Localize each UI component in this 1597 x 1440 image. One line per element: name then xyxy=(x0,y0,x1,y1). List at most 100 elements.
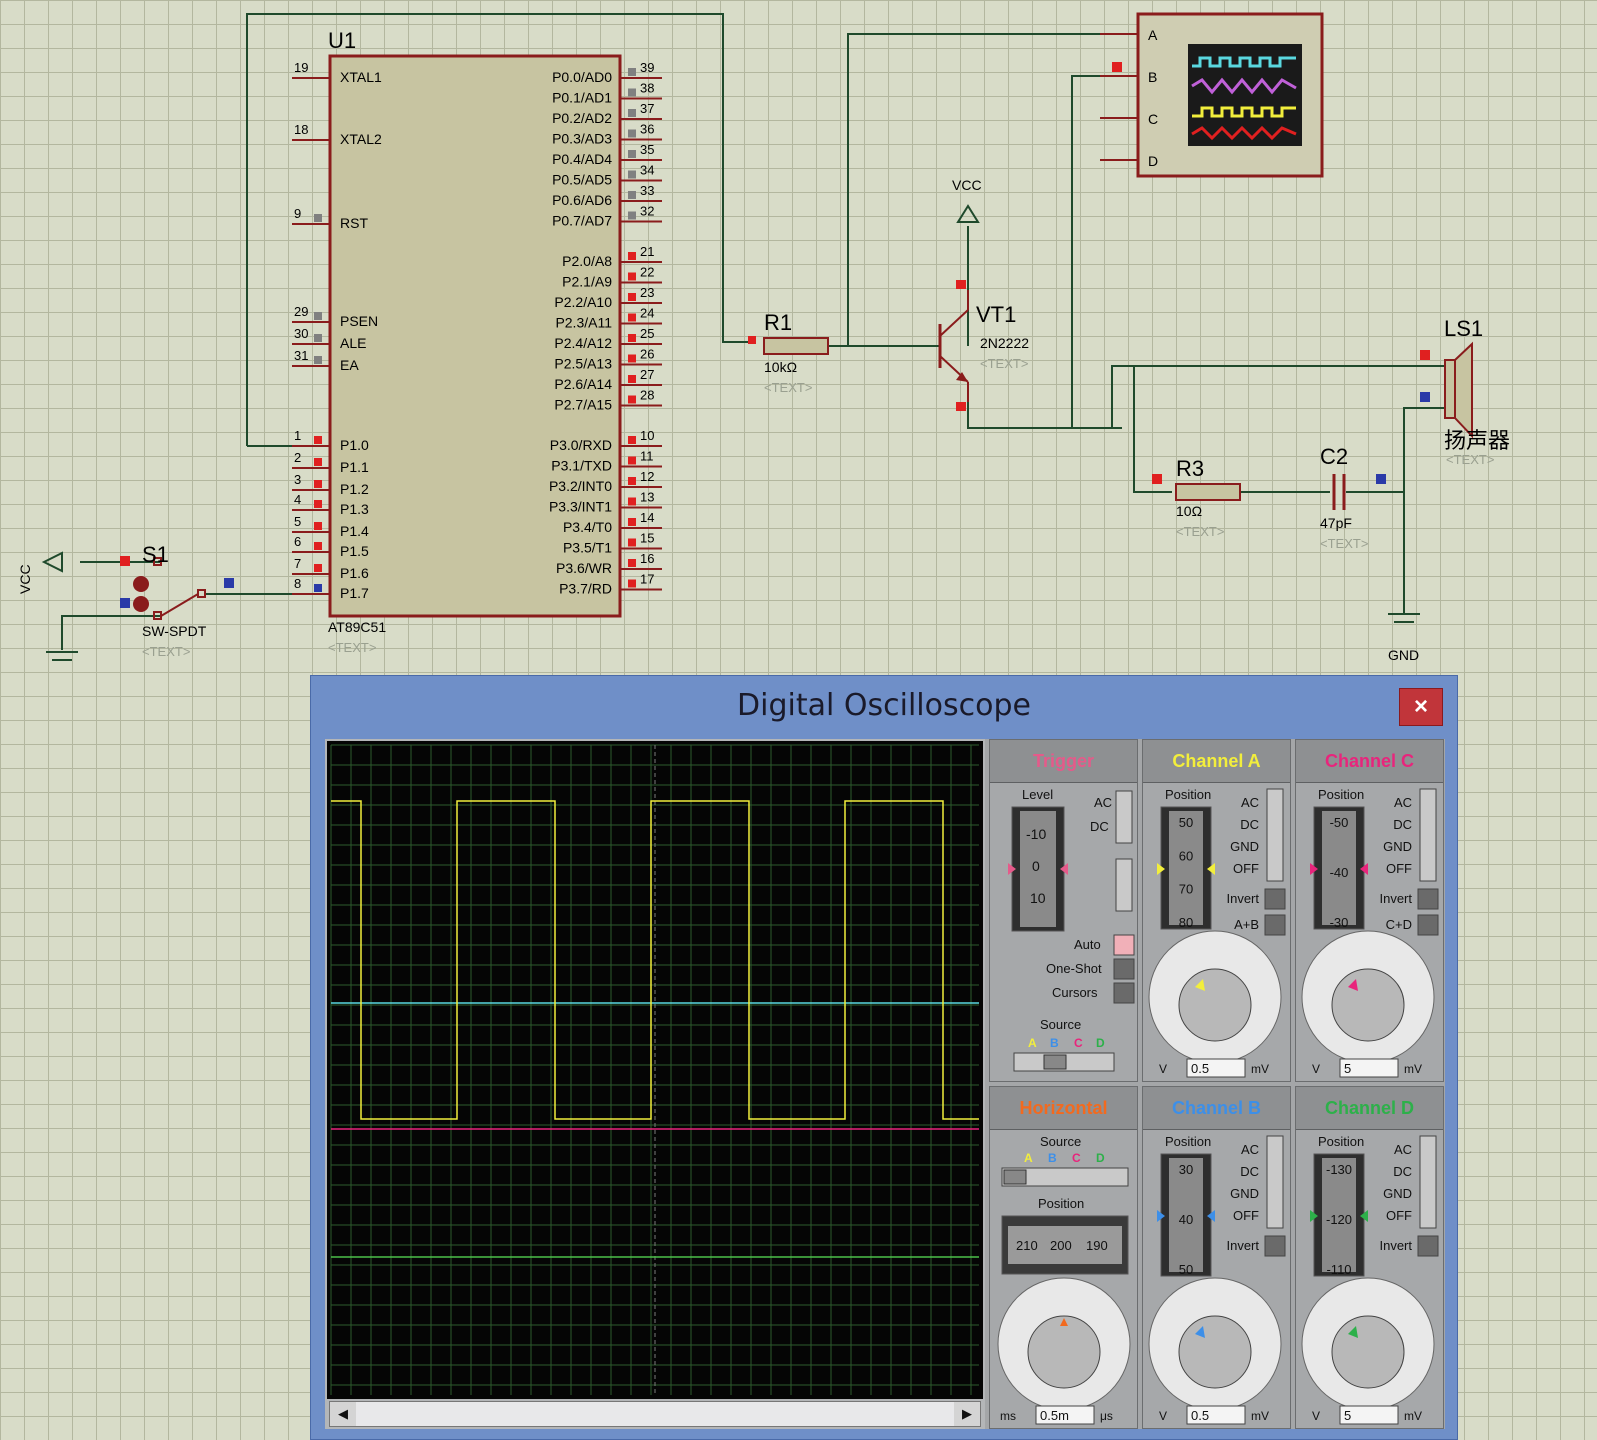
pin-label: P3.3/INT1 xyxy=(549,499,612,515)
coupling-switch[interactable] xyxy=(1266,788,1284,882)
pin-number: 22 xyxy=(640,265,654,280)
position-label: Position xyxy=(1038,1196,1084,1211)
pin-number: 32 xyxy=(640,204,654,219)
pin-marker xyxy=(628,477,636,485)
pin-number: 21 xyxy=(640,244,654,259)
coupling-switch[interactable] xyxy=(1266,1135,1284,1229)
pin-marker xyxy=(1112,62,1122,72)
pin-label: XTAL1 xyxy=(340,69,382,85)
level-label: Level xyxy=(1022,787,1053,802)
pin-number: 12 xyxy=(640,469,654,484)
auto-toggle[interactable] xyxy=(1113,934,1135,956)
one-shot-toggle[interactable] xyxy=(1113,958,1135,980)
volts-value-box[interactable] xyxy=(1339,1405,1399,1425)
pin-marker xyxy=(314,436,322,444)
vt1-transistor[interactable]: VT1 2N2222 <TEXT> xyxy=(938,280,1029,411)
source-slider-handle[interactable] xyxy=(1043,1054,1067,1070)
option-toggle[interactable] xyxy=(1417,1235,1439,1257)
timebase-value-box[interactable] xyxy=(1035,1405,1095,1425)
c2-capacitor[interactable]: C2 47pF <TEXT> xyxy=(1320,444,1386,551)
pin-marker xyxy=(314,312,322,320)
unit-right: mV xyxy=(1251,1062,1269,1076)
pin-number: 4 xyxy=(294,492,301,507)
r1-resistor[interactable]: R1 10kΩ <TEXT> xyxy=(748,310,829,395)
scope-instrument[interactable]: A B C D xyxy=(1100,12,1324,178)
pin-label: XTAL2 xyxy=(340,131,382,147)
unit-right: mV xyxy=(1404,1062,1422,1076)
pin-number: 36 xyxy=(640,122,654,137)
pin-marker xyxy=(628,375,636,383)
r3-resistor[interactable]: R3 10Ω <TEXT> xyxy=(1152,456,1241,539)
pin-marker xyxy=(628,88,636,97)
volts-knob[interactable] xyxy=(1178,968,1252,1042)
close-button[interactable]: × xyxy=(1399,688,1443,726)
level-tick: -10 xyxy=(1026,826,1046,842)
pin-number: 38 xyxy=(640,81,654,96)
source-a: A xyxy=(1024,1151,1033,1165)
s1-switch[interactable]: S1 SW-SPDT <TEXT> xyxy=(120,542,234,659)
option-toggle[interactable] xyxy=(1264,914,1286,936)
coupling-switch[interactable] xyxy=(1115,790,1133,844)
option-toggle[interactable] xyxy=(1417,914,1439,936)
position-tick: 40 xyxy=(1179,1212,1193,1227)
u1-ic[interactable]: U1 AT89C51 <TEXT> 19XTAL118XTAL29RST29PS… xyxy=(292,28,662,655)
pin-number: 1 xyxy=(294,428,301,443)
pin-marker xyxy=(628,313,636,322)
horizontal-source-slider[interactable] xyxy=(1001,1167,1129,1187)
c2-text-label: <TEXT> xyxy=(1320,536,1368,551)
pin-number: 13 xyxy=(640,490,654,505)
coupling-label: OFF xyxy=(1233,861,1259,876)
source-d: D xyxy=(1096,1036,1105,1050)
u1-text-label: <TEXT> xyxy=(328,640,376,655)
r1-ref-label: R1 xyxy=(764,310,792,335)
position-label: Position xyxy=(1318,787,1364,802)
pin-marker xyxy=(956,402,966,411)
channel-b-title: Channel B xyxy=(1143,1087,1290,1130)
pin-marker xyxy=(314,334,322,342)
pin-label: P1.2 xyxy=(340,481,369,497)
coupling-label: OFF xyxy=(1386,861,1412,876)
cursors-toggle[interactable] xyxy=(1113,982,1135,1004)
coupling-switch[interactable] xyxy=(1419,1135,1437,1229)
timebase-knob[interactable] xyxy=(1027,1315,1101,1389)
volts-knob[interactable] xyxy=(1331,1315,1405,1389)
horizontal-source-handle[interactable] xyxy=(1003,1169,1027,1185)
horizontal-controls: Source A B C D Position 210 200 190 xyxy=(997,1134,1131,1425)
pin-label: EA xyxy=(340,357,359,373)
volts-knob[interactable] xyxy=(1331,968,1405,1042)
pin-marker xyxy=(314,214,322,222)
u1-left-pins: 19XTAL118XTAL29RST29PSEN30ALE31EA1P1.02P… xyxy=(292,60,382,601)
oscilloscope-window[interactable]: Digital Oscilloscope × ◀ ▶ Trigger Level xyxy=(310,675,1458,1440)
pin-marker xyxy=(1420,392,1430,402)
option-label: Invert xyxy=(1226,891,1259,906)
pin-number: 19 xyxy=(294,60,308,75)
coupling-switch[interactable] xyxy=(1419,788,1437,882)
horizontal-scrollbar[interactable]: ◀ ▶ xyxy=(329,1401,981,1427)
pin-number: 29 xyxy=(294,304,308,319)
option-toggle[interactable] xyxy=(1264,888,1286,910)
pin-label: P1.0 xyxy=(340,437,369,453)
option-toggle[interactable] xyxy=(1264,1235,1286,1257)
pin-marker xyxy=(628,170,636,179)
edge-switch[interactable] xyxy=(1115,858,1133,912)
scroll-left-button[interactable]: ◀ xyxy=(330,1402,356,1426)
scope-display xyxy=(327,741,983,1399)
pin-number: 27 xyxy=(640,367,654,382)
pin-label: P0.0/AD0 xyxy=(552,69,612,85)
volts-value-box[interactable] xyxy=(1186,1405,1246,1425)
volts-value-box[interactable] xyxy=(1339,1058,1399,1078)
s1-text-label: <TEXT> xyxy=(142,644,190,659)
pin-marker xyxy=(628,559,636,567)
ls1-speaker[interactable]: LS1 扬声器 <TEXT> xyxy=(1420,316,1510,467)
position-tick: -50 xyxy=(1330,815,1349,830)
pin-marker xyxy=(628,293,636,301)
timebase-unit-right: μs xyxy=(1100,1409,1113,1423)
pin-label: P3.5/T1 xyxy=(563,540,612,556)
option-toggle[interactable] xyxy=(1417,888,1439,910)
scroll-right-button[interactable]: ▶ xyxy=(954,1402,980,1426)
pin-marker xyxy=(628,211,636,220)
volts-value-box[interactable] xyxy=(1186,1058,1246,1078)
volts-knob[interactable] xyxy=(1178,1315,1252,1389)
